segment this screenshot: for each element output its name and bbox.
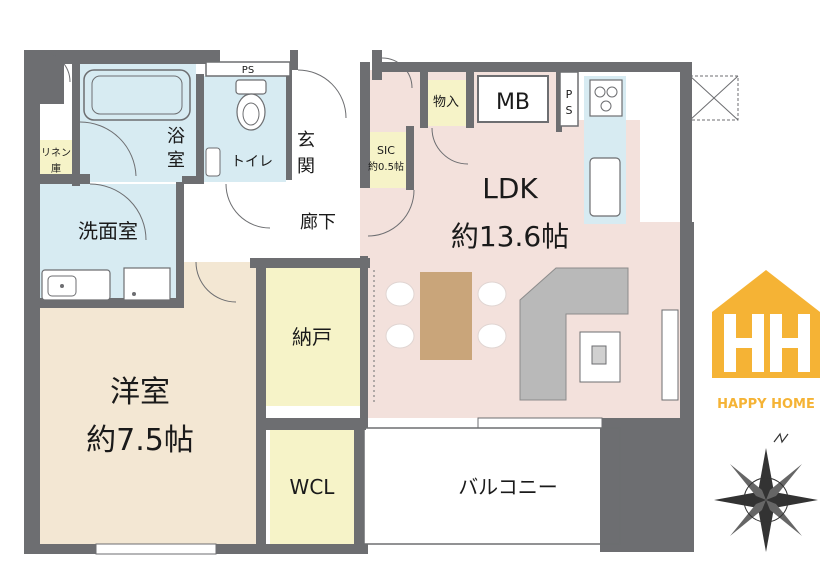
sic-label-2: 約0.5帖 [368, 160, 404, 173]
outer-pillar-left [36, 64, 64, 104]
mb-label: MB [496, 90, 530, 115]
ps-side-label-1: P [566, 88, 573, 101]
bathtub [83, 69, 191, 121]
washroom-label: 洗面室 [78, 219, 138, 243]
balcony-floor [364, 428, 620, 548]
washing-machine [123, 267, 171, 301]
entrance-label-1: 玄 [297, 130, 315, 151]
wcl-floor [270, 428, 354, 544]
balcony-label: バルコニー [458, 475, 558, 499]
closet-label: 納戸 [292, 325, 332, 349]
logo-text: HAPPY HOME [717, 397, 815, 412]
ps-side-label-2: S [566, 104, 573, 117]
linen-label-2: 庫 [51, 162, 61, 175]
room-labels: LDK 約13.6帖 洋室 約7.5帖 洗面室 浴 室 トイレ 玄 関 廊下 納… [41, 65, 573, 499]
toilet-fixture-icon [235, 79, 267, 131]
ldk-size: 約13.6帖 [451, 220, 569, 253]
closet-floor [266, 266, 364, 406]
kitchen-stove [589, 79, 623, 117]
sic-label-1: SIC [377, 144, 395, 157]
storage-floor [426, 80, 466, 126]
toilet-sink [205, 147, 221, 177]
tv-board [661, 309, 679, 401]
ps-top-box [205, 61, 291, 77]
mb-box [477, 75, 549, 123]
kitchen-sink [589, 157, 621, 217]
ps-side-box [559, 71, 579, 127]
western-window [95, 543, 217, 555]
sofa [519, 267, 629, 401]
house-hh-logo-icon [712, 270, 820, 378]
dining-chairs [385, 281, 507, 349]
linen-label-1: リネン [41, 147, 71, 159]
wcl-label: WCL [290, 475, 336, 499]
entrance-label-2: 関 [297, 156, 315, 177]
outer-pillar-right [620, 484, 684, 544]
balcony-outline [363, 427, 621, 545]
dining-table [420, 272, 472, 360]
ldk-name: LDK [482, 172, 538, 205]
compass-rose-icon [714, 432, 818, 552]
storage-label: 物入 [433, 95, 459, 110]
bath-label-1: 浴 [167, 126, 185, 147]
ps-top-label: PS [242, 65, 254, 76]
western-name: 洋室 [110, 375, 170, 410]
toilet-label: トイレ [231, 154, 273, 170]
balcony-window [477, 417, 603, 429]
exhaust-hood-icon [689, 75, 739, 121]
bath-label-2: 室 [167, 150, 185, 171]
western-room-floor [38, 262, 258, 546]
western-size: 約7.5帖 [86, 423, 194, 458]
corridor-label: 廊下 [300, 212, 336, 233]
